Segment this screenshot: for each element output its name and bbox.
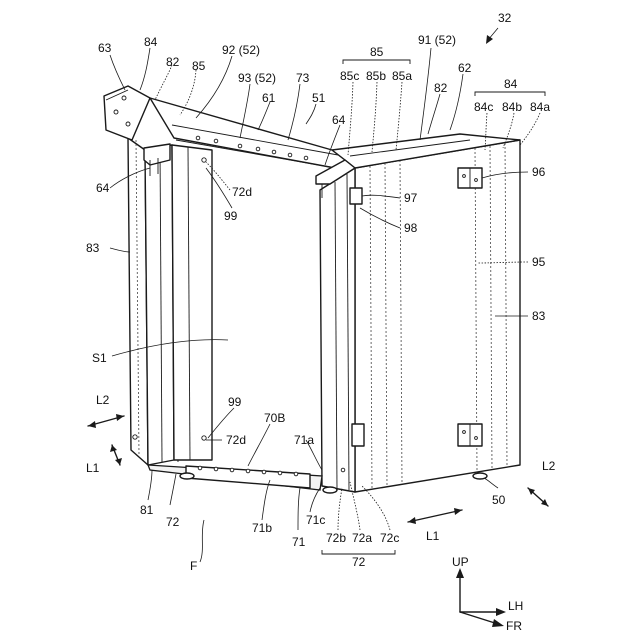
label-99-bottom: 99 <box>228 395 242 409</box>
label-95: 95 <box>532 255 546 269</box>
label-82-left: 82 <box>166 55 180 69</box>
label-L1-left: L1 <box>86 461 100 475</box>
label-85-group: 85 <box>370 45 384 59</box>
label-97: 97 <box>404 191 418 205</box>
left-bracket-63 <box>104 86 150 140</box>
label-62: 62 <box>458 61 472 75</box>
label-84b: 84b <box>502 100 522 114</box>
label-72c: 72c <box>380 531 399 545</box>
label-83-right: 83 <box>532 309 546 323</box>
label-71c: 71c <box>306 513 325 527</box>
label-L2-right: L2 <box>542 459 556 473</box>
label-64-left: 64 <box>96 181 110 195</box>
hinge-96 <box>458 168 482 188</box>
label-72b: 72b <box>326 531 346 545</box>
label-64-mid: 64 <box>332 113 346 127</box>
label-FR: FR <box>506 619 522 633</box>
label-71: 71 <box>292 535 306 549</box>
label-84a: 84a <box>530 100 550 114</box>
label-73: 73 <box>296 71 310 85</box>
label-81: 81 <box>140 503 154 517</box>
label-51: 51 <box>312 91 326 105</box>
label-85b: 85b <box>366 69 386 83</box>
label-72-group: 72 <box>352 555 366 569</box>
label-72a: 72a <box>352 531 372 545</box>
label-72-left: 72 <box>166 515 180 529</box>
label-82-right: 82 <box>434 81 448 95</box>
label-UP: UP <box>452 555 469 569</box>
label-L2-left: L2 <box>96 393 110 407</box>
label-71b: 71b <box>252 521 272 535</box>
label-84-group: 84 <box>504 77 518 91</box>
assembly-arrow-32 <box>486 28 498 44</box>
label-93: 93 (52) <box>238 71 276 85</box>
label-84-left: 84 <box>144 35 158 49</box>
label-98: 98 <box>404 221 418 235</box>
label-61: 61 <box>262 91 276 105</box>
label-96: 96 <box>532 165 546 179</box>
label-99-top: 99 <box>224 209 238 223</box>
left-panel-83 <box>128 138 178 465</box>
label-LH: LH <box>508 599 523 613</box>
label-85a: 85a <box>392 69 412 83</box>
label-85c: 85c <box>340 69 359 83</box>
label-71a: 71a <box>294 433 314 447</box>
label-32: 32 <box>498 11 512 25</box>
inner-post-72-left <box>172 145 212 460</box>
label-72d-top: 72d <box>232 185 252 199</box>
label-70B: 70B <box>264 411 285 425</box>
label-63: 63 <box>98 41 112 55</box>
label-F: F <box>190 559 197 573</box>
label-50: 50 <box>492 493 506 507</box>
label-72d-bottom: 72d <box>226 433 246 447</box>
label-83-left: 83 <box>86 241 100 255</box>
label-84c: 84c <box>474 100 493 114</box>
label-91: 91 (52) <box>418 33 456 47</box>
label-92: 92 (52) <box>222 43 260 57</box>
label-L1-right: L1 <box>426 529 440 543</box>
label-85-left: 85 <box>192 59 206 73</box>
label-S1: S1 <box>92 351 107 365</box>
coordinate-axes <box>456 568 506 627</box>
hinge-bottom <box>458 424 482 446</box>
